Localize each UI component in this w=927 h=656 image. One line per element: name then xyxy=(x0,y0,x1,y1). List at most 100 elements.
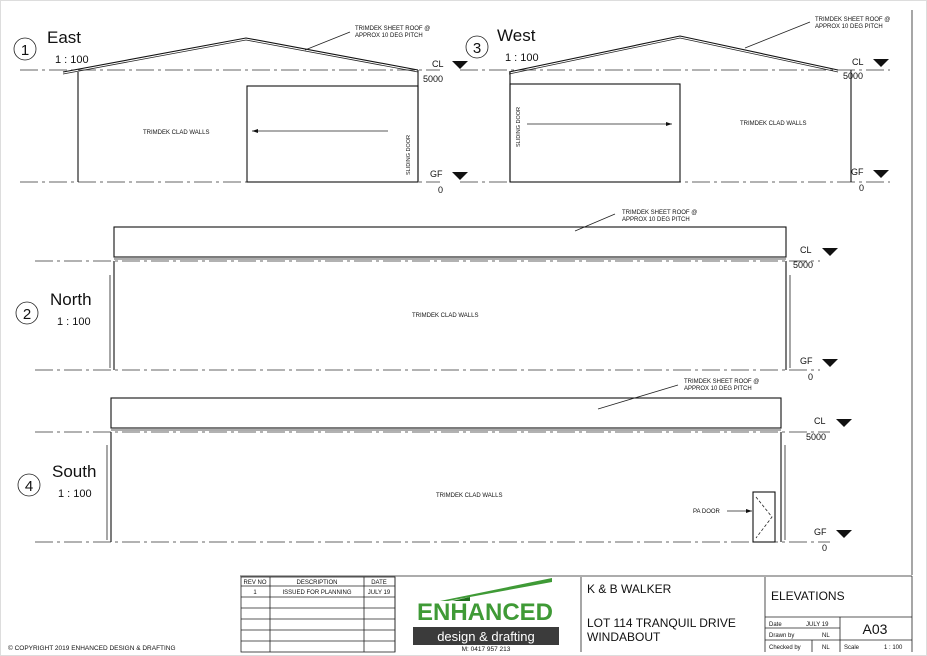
view-title: East xyxy=(47,28,81,47)
cl-label: CL xyxy=(432,59,444,69)
walls-label: TRIMDEK CLAD WALLS xyxy=(143,130,209,136)
logo-swoosh-icon xyxy=(440,578,552,601)
gf-level: 0 xyxy=(438,185,443,195)
rev-header-no: REV NO xyxy=(243,580,266,586)
gf-level: 0 xyxy=(859,183,864,193)
level-marker-icon xyxy=(452,61,468,69)
walls-label: TRIMDEK CLAD WALLS xyxy=(436,493,502,499)
sliding-door xyxy=(246,85,419,183)
logo-tagline: design & drafting xyxy=(437,629,535,644)
view-number: 4 xyxy=(25,478,33,495)
cl-label: CL xyxy=(800,245,812,255)
view-scale: 1 : 100 xyxy=(58,488,92,500)
level-marker-icon xyxy=(822,359,838,367)
level-marker-icon xyxy=(452,172,468,180)
logo-tagline-bar xyxy=(413,627,559,645)
view-title: North xyxy=(50,290,92,309)
roof-note-line1: TRIMDEK SHEET ROOF @ xyxy=(815,17,890,23)
roof-note-line2: APPROX 10 DEG PITCH xyxy=(684,386,752,392)
logo-phone: M: 0417 957 213 xyxy=(462,646,511,653)
logo-swoosh-accent xyxy=(452,597,470,601)
level-marker-icon xyxy=(822,248,838,256)
rev-header-description: DESCRIPTION xyxy=(296,580,337,586)
view-title: West xyxy=(497,26,536,45)
view-title: South xyxy=(52,462,96,481)
north-elevation: 2 North 1 : 100 TRIMDEK CLAD WALLS TRIMD… xyxy=(15,210,838,382)
title-block: REV NO DESCRIPTION DATE 1 ISSUED FOR PLA… xyxy=(240,575,913,653)
gf-label: GF xyxy=(851,167,864,177)
level-marker-icon xyxy=(836,530,852,538)
sheet-number: A03 xyxy=(863,621,888,637)
door-label: SLIDING DOOR xyxy=(406,135,412,175)
scale-value: 1 : 100 xyxy=(884,645,903,651)
walls-label: TRIMDEK CLAD WALLS xyxy=(412,313,478,319)
company-logo: ENHANCED design & drafting M: 0417 957 2… xyxy=(394,577,582,653)
arrow-head xyxy=(252,129,258,133)
roof-fascia xyxy=(62,39,419,75)
address-line2: WINDABOUT xyxy=(587,630,661,644)
view-number-circle xyxy=(17,473,41,497)
arrow-head xyxy=(746,509,752,513)
roof-fascia xyxy=(508,37,839,75)
address-line1: LOT 114 TRANQUIL DRIVE xyxy=(587,616,736,630)
cl-level: 5000 xyxy=(423,74,443,84)
west-elevation: 3 West 1 : 100 SLIDING DOOR TRIMDEK CLAD… xyxy=(460,17,890,193)
cl-label: CL xyxy=(852,57,864,67)
view-number: 2 xyxy=(23,306,31,323)
cl-level: 5000 xyxy=(843,71,863,81)
rev-cell: JULY 19 xyxy=(368,590,391,596)
view-number-circle xyxy=(15,301,39,325)
cl-level: 5000 xyxy=(806,432,826,442)
sliding-door xyxy=(509,83,681,183)
drawn-label: Drawn by xyxy=(769,633,794,639)
sheet-title: ELEVATIONS xyxy=(771,589,845,603)
date-label: Date xyxy=(769,622,782,628)
leader-line xyxy=(744,21,811,49)
door-label: SLIDING DOOR xyxy=(516,107,522,147)
level-marker-icon xyxy=(873,170,889,178)
drawn-value: NL xyxy=(822,633,830,639)
roof-note-line1: TRIMDEK SHEET ROOF @ xyxy=(684,379,759,385)
gf-label: GF xyxy=(814,527,827,537)
view-number-circle xyxy=(465,35,489,59)
leader-line xyxy=(574,213,616,232)
rev-cell: ISSUED FOR PLANNING xyxy=(282,590,351,596)
door-swing xyxy=(755,496,773,539)
checked-value: NL xyxy=(822,645,830,651)
roof-note-line2: APPROX 10 DEG PITCH xyxy=(622,217,690,223)
arrow-head xyxy=(666,122,672,126)
gf-level: 0 xyxy=(822,543,827,553)
view-scale: 1 : 100 xyxy=(55,54,89,66)
date-value: JULY 19 xyxy=(806,622,829,628)
leader-line xyxy=(597,384,679,410)
cl-label: CL xyxy=(814,416,826,426)
level-marker-icon xyxy=(836,419,852,427)
roof-note-line2: APPROX 10 DEG PITCH xyxy=(815,24,883,30)
gf-label: GF xyxy=(800,356,813,366)
view-scale: 1 : 100 xyxy=(505,52,539,64)
east-elevation: 1 East 1 : 100 SLIDING DOOR TRIMDEK CLAD… xyxy=(13,26,468,195)
roof-outline xyxy=(62,37,419,73)
roof-outline xyxy=(508,35,839,73)
level-marker-icon xyxy=(873,59,889,67)
roof-note-line2: APPROX 10 DEG PITCH xyxy=(355,33,423,39)
roof-profile xyxy=(113,226,787,258)
client-name: K & B WALKER xyxy=(587,582,672,596)
roof-note-line1: TRIMDEK SHEET ROOF @ xyxy=(355,26,430,32)
roof-profile xyxy=(110,397,782,429)
door-label: PA DOOR xyxy=(693,509,721,515)
gf-label: GF xyxy=(430,169,443,179)
roof-note-line1: TRIMDEK SHEET ROOF @ xyxy=(622,210,697,216)
checked-label: Checked by xyxy=(769,645,801,651)
rev-cell: 1 xyxy=(253,590,257,596)
view-number: 1 xyxy=(21,42,29,59)
cl-level: 5000 xyxy=(793,260,813,270)
scale-label-visible: Scale xyxy=(844,645,860,651)
walls-label: TRIMDEK CLAD WALLS xyxy=(740,121,806,127)
leader-line xyxy=(304,31,351,51)
copyright-notice: © COPYRIGHT 2019 ENHANCED DESIGN & DRAFT… xyxy=(8,644,176,652)
pa-door xyxy=(752,491,776,543)
south-elevation: 4 South 1 : 100 TRIMDEK CLAD WALLS PA DO… xyxy=(17,379,852,553)
